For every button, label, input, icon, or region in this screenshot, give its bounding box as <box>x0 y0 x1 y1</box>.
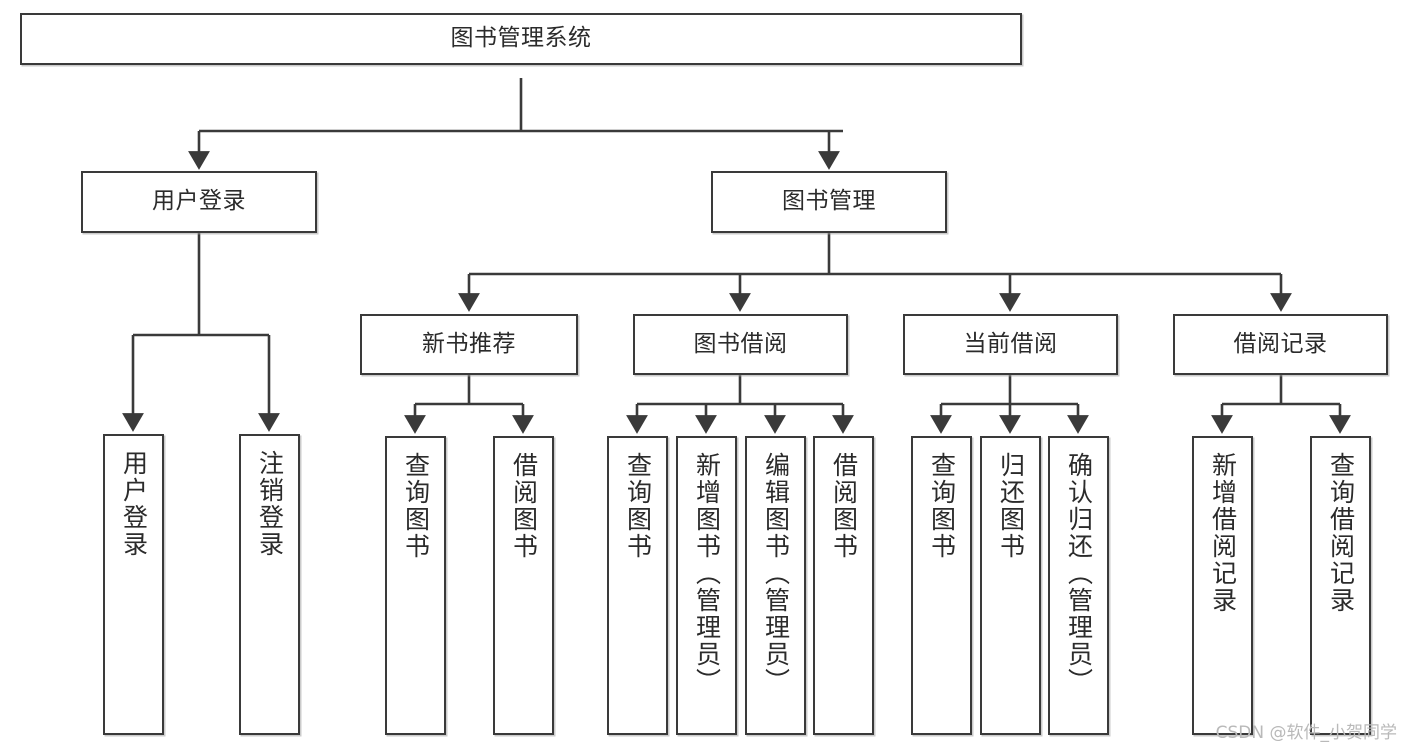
node-leaf-borrow-book-2-label: 借阅图书 <box>829 452 859 560</box>
node-leaf-logout[interactable]: 注销登录 <box>239 434 300 735</box>
node-user-login[interactable]: 用户登录 <box>81 171 317 233</box>
node-current-borrow[interactable]: 当前借阅 <box>903 314 1118 375</box>
node-leaf-logout-label: 注销登录 <box>255 450 285 558</box>
node-leaf-user-login[interactable]: 用户登录 <box>103 434 164 735</box>
node-leaf-edit-book[interactable]: 编辑图书（管理员） <box>745 436 806 735</box>
node-leaf-borrow-book-1-label: 借阅图书 <box>509 452 539 560</box>
node-leaf-add-book-label: 新增图书（管理员） <box>692 452 722 695</box>
node-book-borrow[interactable]: 图书借阅 <box>633 314 848 375</box>
node-leaf-return-book[interactable]: 归还图书 <box>980 436 1041 735</box>
node-new-book-rec-label: 新书推荐 <box>422 330 516 357</box>
node-leaf-return-book-label: 归还图书 <box>996 452 1026 560</box>
node-leaf-query-book-2-label: 查询图书 <box>623 452 653 560</box>
node-leaf-borrow-book-2[interactable]: 借阅图书 <box>813 436 874 735</box>
node-root-label: 图书管理系统 <box>450 25 592 52</box>
node-leaf-user-login-label: 用户登录 <box>119 450 149 558</box>
node-new-book-rec[interactable]: 新书推荐 <box>360 314 578 375</box>
node-user-login-label: 用户登录 <box>152 188 246 215</box>
node-leaf-confirm-return[interactable]: 确认归还（管理员） <box>1048 436 1109 735</box>
node-root[interactable]: 图书管理系统 <box>20 13 1022 65</box>
node-borrow-record[interactable]: 借阅记录 <box>1173 314 1388 375</box>
node-leaf-query-record[interactable]: 查询借阅记录 <box>1310 436 1371 735</box>
node-leaf-add-record[interactable]: 新增借阅记录 <box>1192 436 1253 735</box>
node-borrow-record-label: 借阅记录 <box>1233 330 1328 357</box>
node-leaf-query-book-1[interactable]: 查询图书 <box>385 436 446 735</box>
watermark-text: CSDN @软件_小贺同学 <box>1215 723 1397 743</box>
node-book-manage-label: 图书管理 <box>782 188 876 215</box>
node-leaf-borrow-book-1[interactable]: 借阅图书 <box>493 436 554 735</box>
node-leaf-query-book-3[interactable]: 查询图书 <box>911 436 972 735</box>
node-current-borrow-label: 当前借阅 <box>963 330 1058 357</box>
node-leaf-edit-book-label: 编辑图书（管理员） <box>761 452 791 695</box>
node-leaf-query-book-1-label: 查询图书 <box>401 452 431 560</box>
node-book-borrow-label: 图书借阅 <box>693 330 788 357</box>
node-leaf-query-book-2[interactable]: 查询图书 <box>607 436 668 735</box>
node-leaf-add-book[interactable]: 新增图书（管理员） <box>676 436 737 735</box>
node-leaf-query-book-3-label: 查询图书 <box>927 452 957 560</box>
node-leaf-add-record-label: 新增借阅记录 <box>1208 452 1238 614</box>
node-leaf-query-record-label: 查询借阅记录 <box>1326 452 1356 614</box>
node-leaf-confirm-return-label: 确认归还（管理员） <box>1064 452 1094 695</box>
node-book-manage[interactable]: 图书管理 <box>711 171 947 233</box>
